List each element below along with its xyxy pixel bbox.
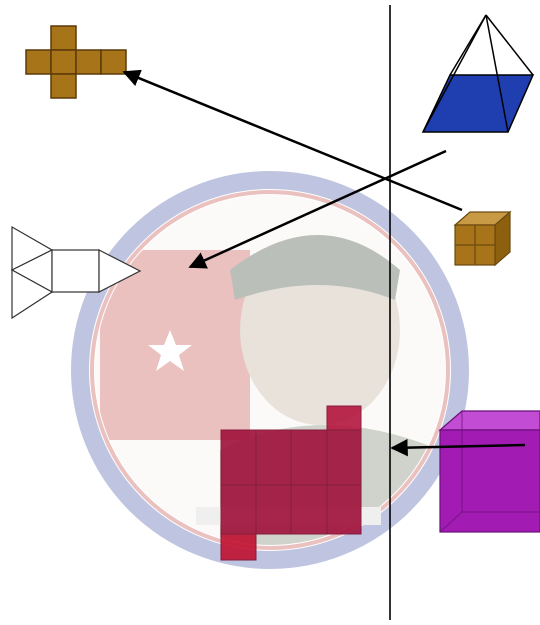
cuboid-solid [440,411,540,532]
cube-solid [455,212,510,265]
pyramid-solid [423,15,533,132]
cross-net [26,26,126,98]
